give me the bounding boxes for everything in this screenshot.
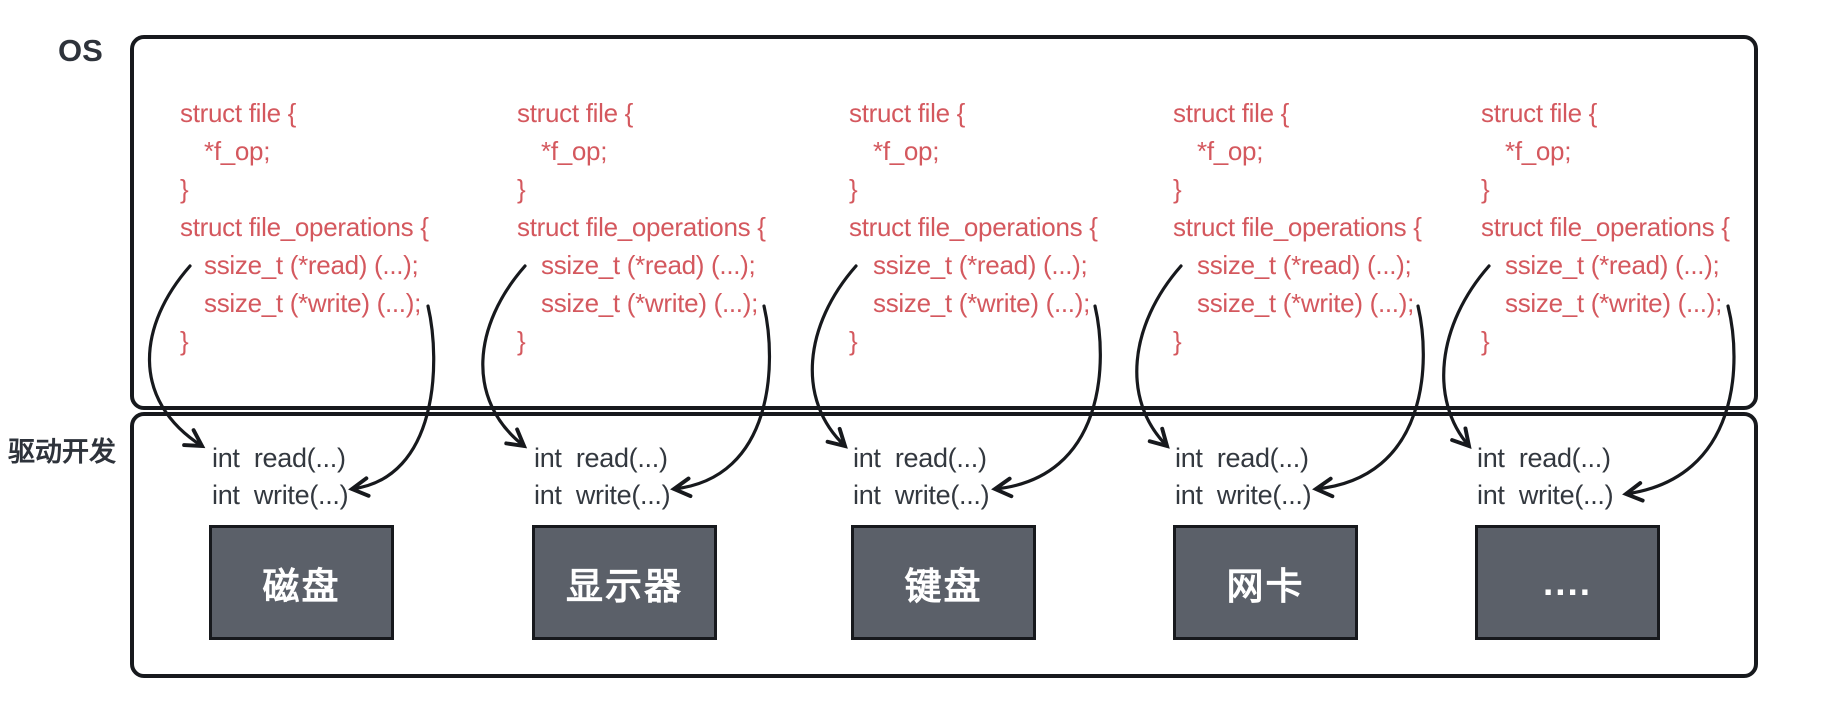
code-line: struct file {: [1173, 98, 1290, 128]
code-line: }: [1481, 326, 1490, 356]
driver-write-fn: int write(...): [1477, 480, 1614, 510]
driver-functions-block: int read(...) int write(...): [534, 440, 671, 514]
code-line: ssize_t (*read) (...);: [541, 250, 756, 280]
device-label: 磁盘: [262, 565, 341, 607]
driver-write-fn: int write(...): [1175, 480, 1312, 510]
driver-write-fn: int write(...): [853, 480, 990, 510]
driver-functions-block: int read(...) int write(...): [212, 440, 349, 514]
driver-read-fn: int read(...): [853, 443, 987, 473]
code-line: }: [1173, 174, 1182, 204]
code-line: *f_op;: [1505, 136, 1572, 166]
driver-functions-block: int read(...) int write(...): [1477, 440, 1614, 514]
code-line: struct file_operations {: [1173, 212, 1422, 242]
code-line: *f_op;: [873, 136, 940, 166]
driver-read-fn: int read(...): [534, 443, 668, 473]
device-box-display: 显示器: [532, 525, 717, 640]
struct-code-block: struct file { *f_op; } struct file_opera…: [517, 94, 766, 360]
code-line: ssize_t (*write) (...);: [204, 288, 422, 318]
code-line: *f_op;: [1197, 136, 1264, 166]
code-line: struct file {: [1481, 98, 1598, 128]
code-line: *f_op;: [541, 136, 608, 166]
struct-code-block: struct file { *f_op; } struct file_opera…: [849, 94, 1098, 360]
code-line: ssize_t (*write) (...);: [873, 288, 1091, 318]
device-box-network-card: 网卡: [1173, 525, 1358, 640]
code-line: }: [1173, 326, 1182, 356]
code-line: }: [517, 326, 526, 356]
code-line: }: [517, 174, 526, 204]
code-line: struct file {: [180, 98, 297, 128]
driver-dev-section-label: 驱动开发: [8, 437, 116, 467]
driver-functions-block: int read(...) int write(...): [853, 440, 990, 514]
driver-read-fn: int read(...): [1175, 443, 1309, 473]
code-line: }: [1481, 174, 1490, 204]
code-line: ssize_t (*write) (...);: [1505, 288, 1723, 318]
device-box-disk: 磁盘: [209, 525, 394, 640]
code-line: struct file_operations {: [849, 212, 1098, 242]
code-line: ssize_t (*read) (...);: [1505, 250, 1720, 280]
driver-functions-block: int read(...) int write(...): [1175, 440, 1312, 514]
device-label: 键盘: [904, 565, 983, 607]
struct-code-block: struct file { *f_op; } struct file_opera…: [1481, 94, 1730, 360]
struct-code-block: struct file { *f_op; } struct file_opera…: [180, 94, 429, 360]
code-line: ssize_t (*read) (...);: [1197, 250, 1412, 280]
code-line: }: [849, 174, 858, 204]
code-line: struct file_operations {: [1481, 212, 1730, 242]
code-line: struct file_operations {: [180, 212, 429, 242]
code-line: struct file_operations {: [517, 212, 766, 242]
code-line: ssize_t (*write) (...);: [541, 288, 759, 318]
code-line: }: [180, 174, 189, 204]
driver-write-fn: int write(...): [534, 480, 671, 510]
code-line: ssize_t (*read) (...);: [204, 250, 419, 280]
driver-read-fn: int read(...): [1477, 443, 1611, 473]
driver-write-fn: int write(...): [212, 480, 349, 510]
code-line: *f_op;: [204, 136, 271, 166]
code-line: ssize_t (*read) (...);: [873, 250, 1088, 280]
device-label: 网卡: [1226, 565, 1305, 607]
code-line: }: [849, 326, 858, 356]
code-line: }: [180, 326, 189, 356]
os-section-label: OS: [58, 33, 103, 68]
driver-read-fn: int read(...): [212, 443, 346, 473]
device-box-keyboard: 键盘: [851, 525, 1036, 640]
device-label: ....: [1542, 561, 1593, 603]
code-line: struct file {: [517, 98, 634, 128]
device-box-ellipsis: ....: [1475, 525, 1660, 640]
code-line: struct file {: [849, 98, 966, 128]
device-label: 显示器: [566, 565, 683, 607]
struct-code-block: struct file { *f_op; } struct file_opera…: [1173, 94, 1422, 360]
code-line: ssize_t (*write) (...);: [1197, 288, 1415, 318]
